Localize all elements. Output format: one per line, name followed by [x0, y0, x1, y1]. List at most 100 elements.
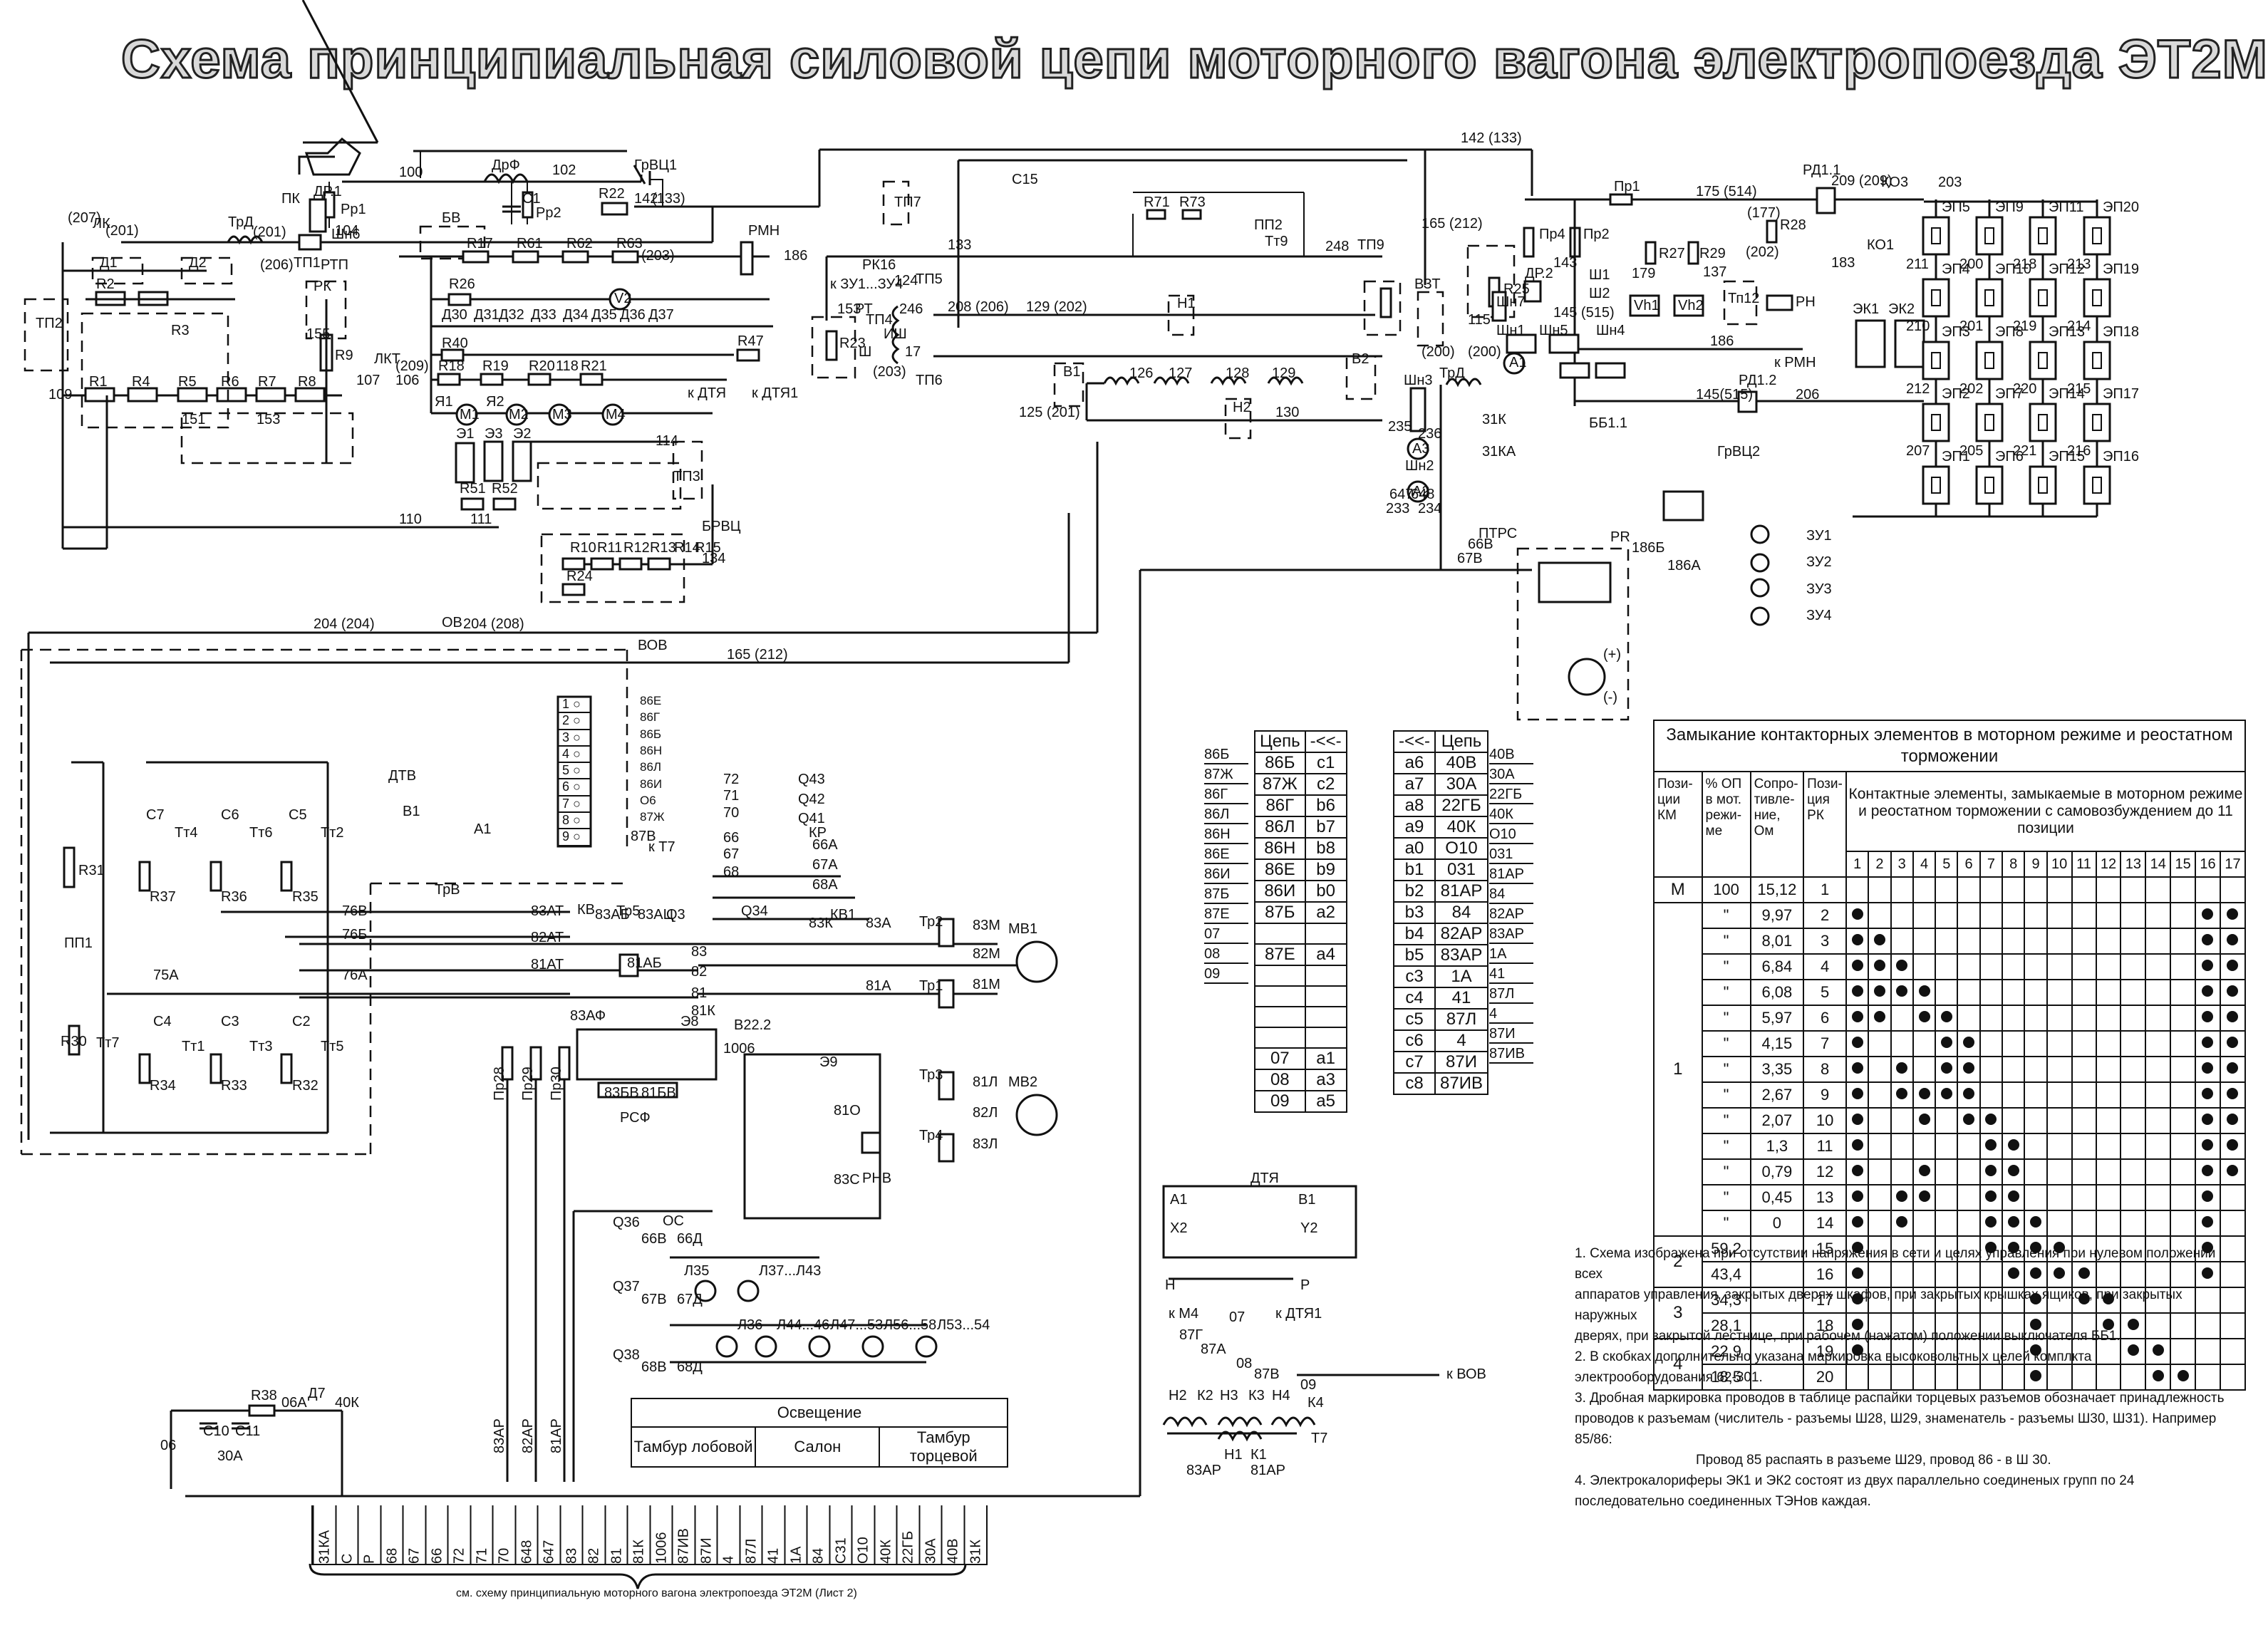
- label-pr29: Пр29: [520, 1067, 536, 1101]
- connector-row: [1254, 965, 1347, 987]
- cell-open: [1890, 1235, 1914, 1262]
- cell-open: [2071, 1005, 2097, 1032]
- label-tp2: ТП2: [36, 316, 63, 331]
- cell-open: [2024, 876, 2048, 903]
- cell-op: 28,1: [1701, 1312, 1751, 1339]
- label-vh1: Vh1: [1634, 298, 1659, 313]
- cell-closed: [1868, 1005, 1892, 1032]
- cell-res: 9,97: [1749, 902, 1805, 929]
- label-c10: С10: [203, 1423, 229, 1439]
- cell-open: [2046, 1287, 2073, 1314]
- label-e3: Э3: [485, 426, 503, 442]
- cell-open: [2002, 1030, 2026, 1057]
- label-w153b: 153: [837, 301, 861, 317]
- label-w186a: 186А: [1667, 558, 1701, 574]
- cell-open: [2024, 953, 2048, 980]
- resistor-icon: [1984, 227, 1994, 244]
- label-w87vb: 87В: [1254, 1366, 1280, 1382]
- label-w109: 109: [48, 387, 72, 403]
- heater-label: ЭП5: [1942, 199, 1970, 215]
- label-bv: БВ: [442, 210, 460, 226]
- cell-open: [2120, 1056, 2147, 1083]
- cell-closed: [1979, 1107, 2004, 1134]
- label-pr4: Пр4: [1539, 227, 1565, 242]
- cell-open: [2170, 1235, 2197, 1262]
- label-ek2: ЭК2: [1888, 301, 1915, 317]
- heater-element: [2083, 403, 2111, 442]
- cell-open: [2071, 1107, 2097, 1134]
- label-r24: R24: [566, 569, 593, 584]
- label-k_zu: к ЗУ1...ЗУ4: [830, 276, 903, 292]
- resistor-icon: [1931, 289, 1941, 306]
- label-w137: 137: [1703, 264, 1726, 280]
- label-q41: Q41: [798, 811, 825, 826]
- fuse-pr4: [1523, 227, 1535, 258]
- cell-res: 5,97: [1749, 1005, 1805, 1032]
- heater-label: ЭП20: [2103, 199, 2139, 215]
- cell-open: [2120, 902, 2147, 929]
- cell-closed: [1890, 1081, 1914, 1109]
- label-w07: 07: [1229, 1309, 1245, 1325]
- cell-open: [1868, 1056, 1892, 1083]
- label-w810: 81О: [834, 1103, 861, 1119]
- cell-open: [1912, 928, 1937, 955]
- label-w100: 100: [399, 165, 423, 180]
- label-tr5: Тр5: [616, 903, 640, 919]
- label-p: Р: [1300, 1277, 1310, 1293]
- label-w142: 142: [634, 191, 658, 207]
- connector-wire-label: 09: [1204, 966, 1248, 984]
- vov-wire-label: 86Б: [640, 727, 662, 741]
- connector-cell: b7: [1304, 816, 1347, 839]
- connector-cell: 86Г: [1254, 794, 1306, 817]
- label-r37: R37: [150, 889, 176, 905]
- cell-open: [2046, 1184, 2073, 1211]
- pantograph-icon: [304, 137, 361, 176]
- cell-open: [2145, 876, 2172, 903]
- label-w145: 145 (515): [1553, 305, 1615, 321]
- cell-open: [2024, 1184, 2048, 1211]
- label-h3: Н3: [1220, 1388, 1238, 1403]
- label-c6: С6: [221, 807, 239, 823]
- cell-open: [2170, 1056, 2197, 1083]
- cell-closed: [2195, 1261, 2221, 1288]
- cell-open: [2145, 1133, 2172, 1160]
- left-resistor-section: [24, 242, 499, 550]
- label-b1b: В1: [403, 804, 420, 819]
- cell-open: [1890, 1338, 1914, 1365]
- connector-cell: 86И: [1254, 880, 1306, 903]
- cell-closed: [2002, 1210, 2026, 1237]
- label-r17: R17: [467, 236, 493, 251]
- cell-open: [2195, 876, 2221, 903]
- cell-closed: [2195, 1081, 2221, 1109]
- cell-open: [1957, 1184, 1981, 1211]
- element-number: 4: [1912, 851, 1937, 878]
- terminal-strip-note: см. схему принципиальную моторного вагон…: [456, 1587, 857, 1599]
- cell-closed: [2024, 1235, 2048, 1262]
- cell-open: [2095, 1081, 2122, 1109]
- connector-wire-label: 86Л: [1204, 806, 1248, 824]
- terminal: 66: [425, 1505, 447, 1564]
- label-q38: Q38: [613, 1347, 640, 1363]
- vov-terminal: 3 ○: [558, 730, 591, 747]
- label-m2: М2: [509, 407, 529, 422]
- heater-element: [2083, 216, 2111, 256]
- label-w67b: 67В: [641, 1292, 667, 1307]
- heater-element: [1922, 278, 1950, 318]
- label-d31: Д31: [474, 307, 499, 323]
- heater-element: [2029, 278, 2057, 318]
- wire-label: 210: [1906, 318, 1930, 334]
- fuse-pr1: [1609, 193, 1633, 206]
- label-w83: 83: [691, 944, 707, 960]
- element-number: 6: [1957, 851, 1981, 878]
- heater-label: ЭП7: [1995, 386, 2024, 402]
- cell-open: [2071, 876, 2097, 903]
- cell-open: [2219, 1287, 2247, 1314]
